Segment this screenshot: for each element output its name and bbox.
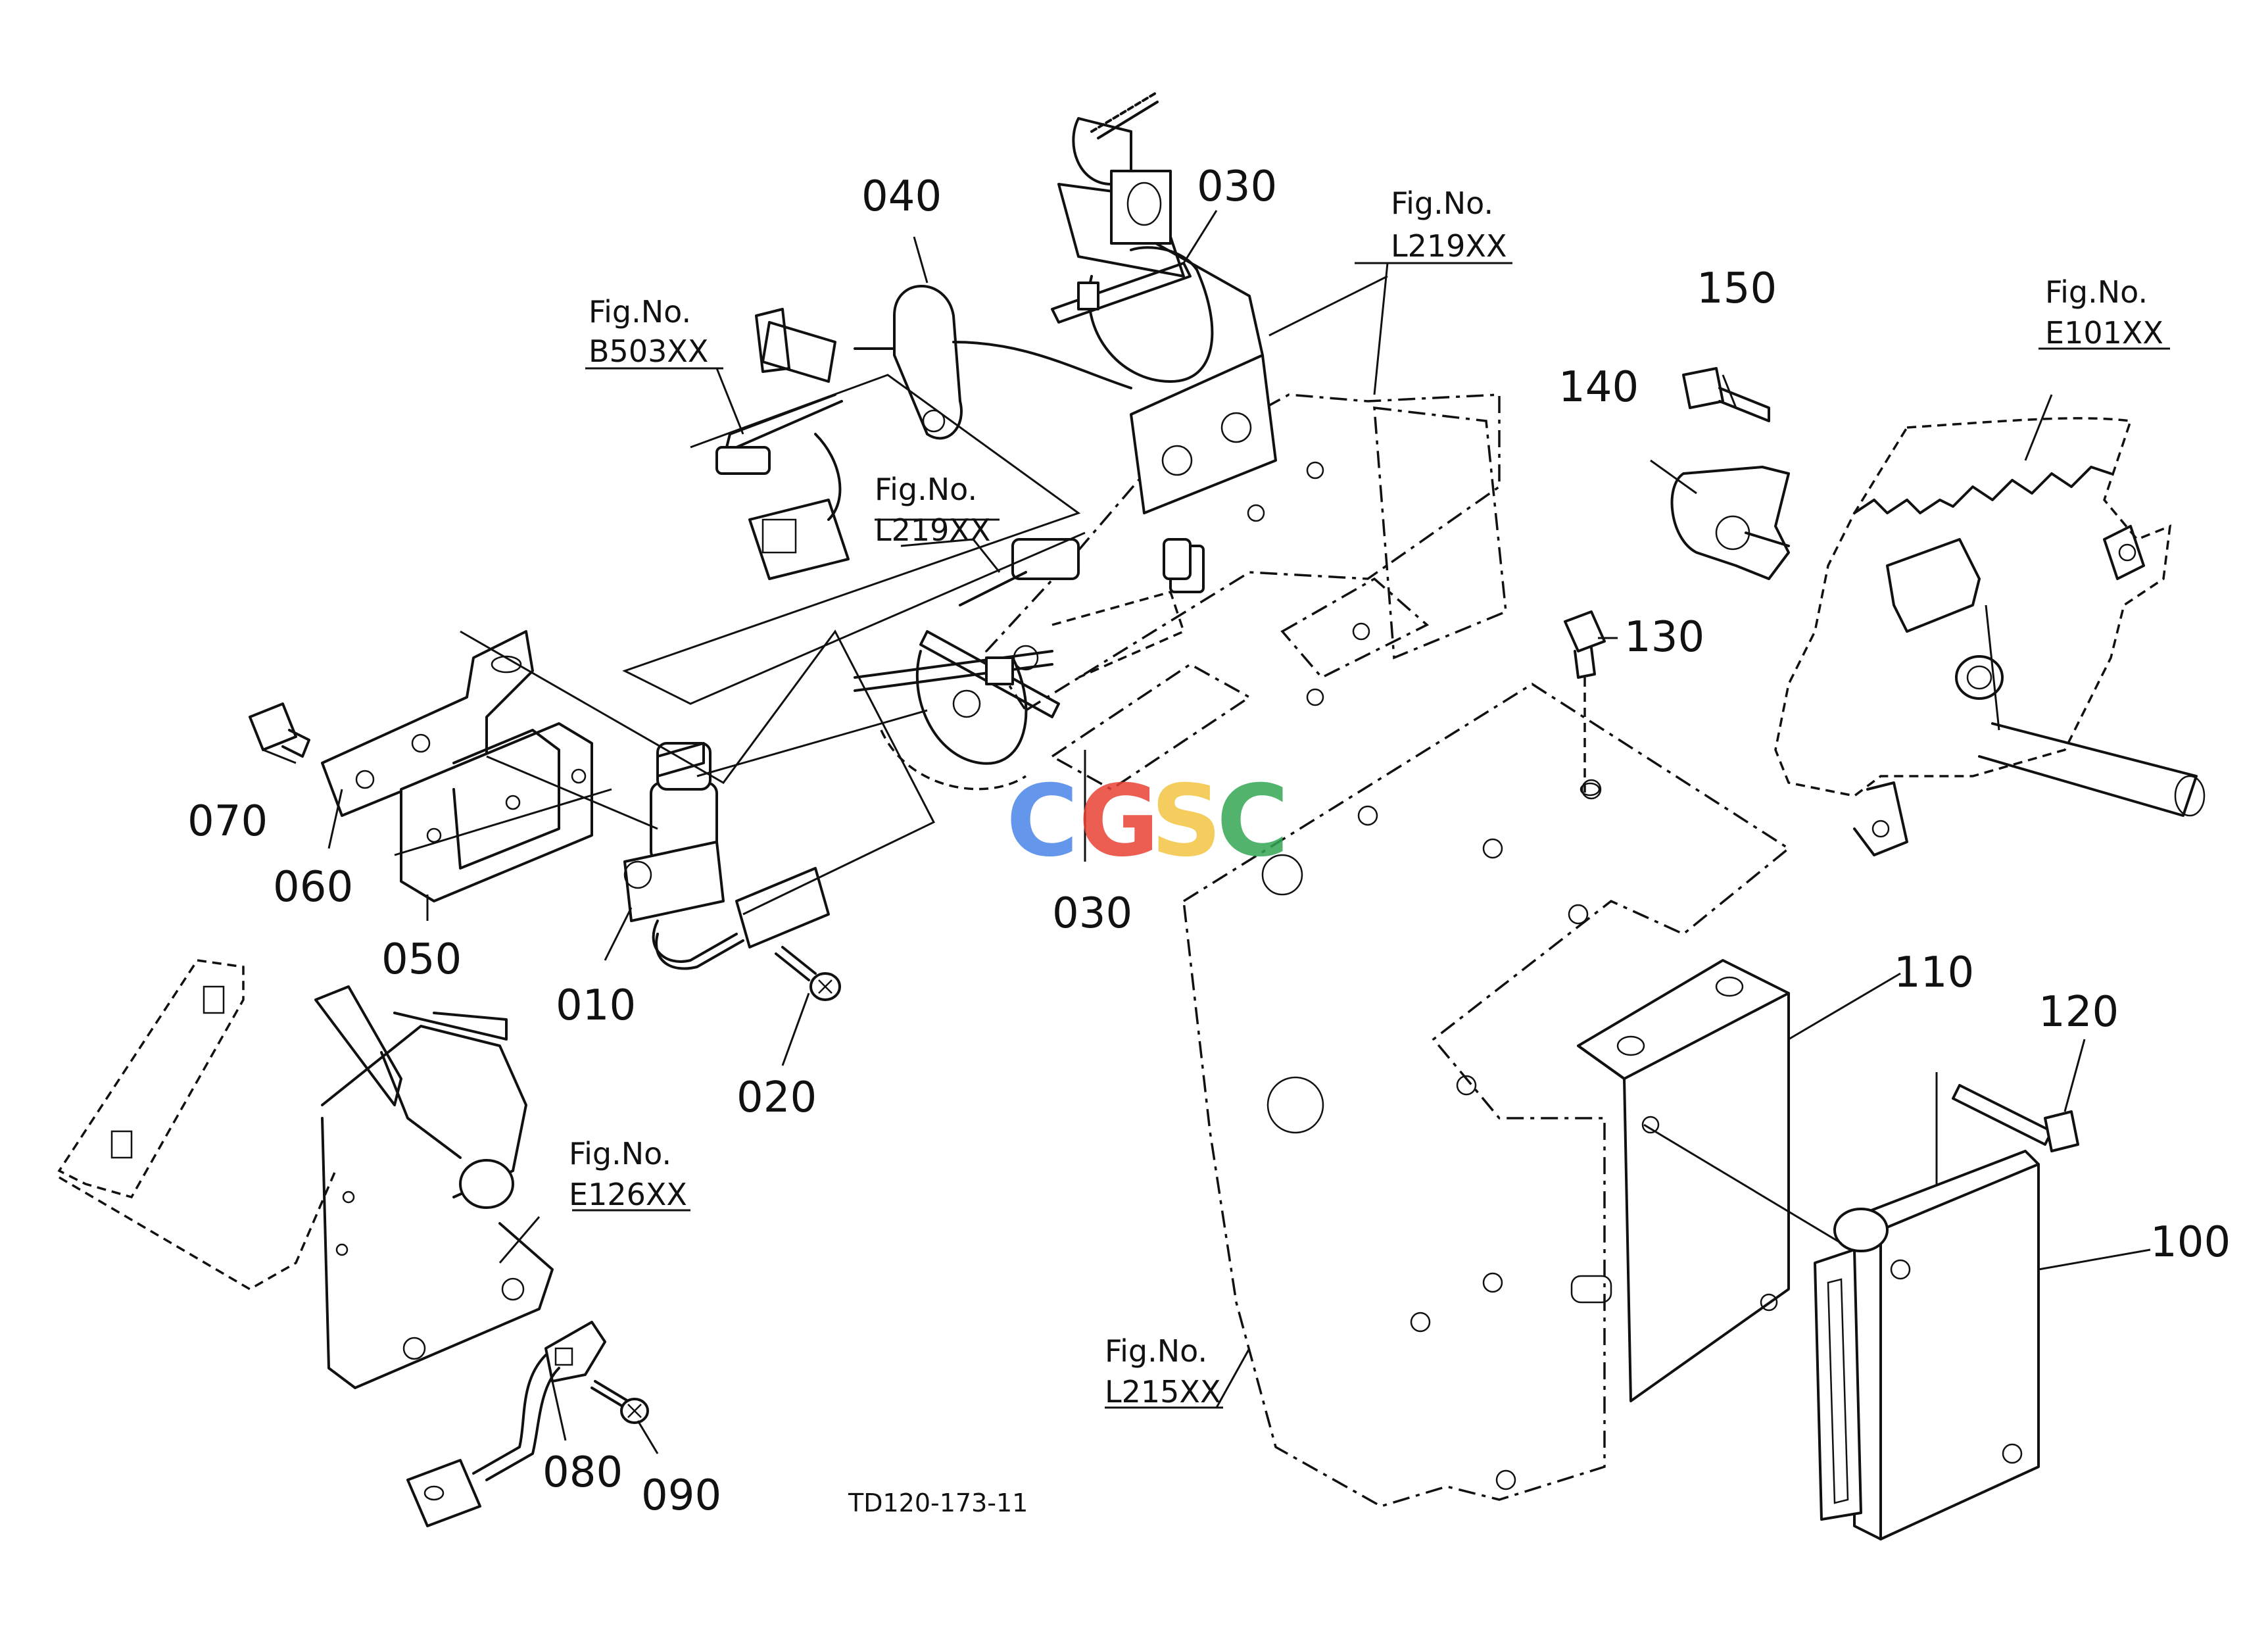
part-label-150: 150 xyxy=(1697,264,1777,313)
part-label-140: 140 xyxy=(1558,363,1639,412)
fig-ref-l219-top-line2: L219XX xyxy=(1391,228,1507,264)
connector-b503 xyxy=(715,433,850,580)
u-bracket-050 xyxy=(400,722,593,902)
part-label-040: 040 xyxy=(861,172,942,221)
screw-150 xyxy=(1682,367,1770,422)
switch-080 xyxy=(406,1321,606,1527)
part-label-090: 090 xyxy=(641,1471,721,1520)
fig-ref-b503-line1: Fig.No. xyxy=(589,294,691,330)
cable-tie-upper xyxy=(1051,91,1214,383)
cable-tie-lower xyxy=(854,538,1192,791)
part-label-010: 010 xyxy=(556,981,636,1030)
main-frame xyxy=(984,393,1791,1508)
pedal-assembly xyxy=(57,959,554,1389)
fig-ref-b503-line2: B503XX xyxy=(589,333,708,369)
fig-ref-e126-line2: E126XX xyxy=(569,1177,687,1212)
fig-ref-e126-line1: Fig.No. xyxy=(569,1136,671,1171)
part-label-080: 080 xyxy=(543,1448,623,1497)
fig-ref-l215-line2: L215XX xyxy=(1105,1374,1220,1410)
screw-020 xyxy=(775,946,841,1001)
fig-ref-l219-top-line1: Fig.No. xyxy=(1391,185,1493,221)
fig-ref-l219-center-line1: Fig.No. xyxy=(875,472,977,507)
watermark: C G S C xyxy=(1006,764,1289,879)
leader-lines xyxy=(262,210,2170,1454)
bracket-110 xyxy=(1577,959,1790,1402)
p-clamp xyxy=(722,285,1132,462)
plate-060 xyxy=(321,630,534,817)
drawing-code: TD120-173-11 xyxy=(848,1488,1028,1517)
fig-ref-l215-line1: Fig.No. xyxy=(1105,1333,1207,1369)
control-unit-100 xyxy=(1643,1123,2040,1540)
bolt-070 xyxy=(249,702,310,758)
watermark-letter-4: C xyxy=(1217,764,1289,879)
part-label-050: 050 xyxy=(381,935,462,984)
part-label-130: 130 xyxy=(1624,613,1704,662)
part-label-100: 100 xyxy=(2150,1218,2231,1267)
solenoid-010 xyxy=(623,742,830,970)
fig-ref-e101-line1: Fig.No. xyxy=(2045,274,2148,310)
part-label-070: 070 xyxy=(187,797,268,846)
upper-bracket xyxy=(1057,183,1324,514)
part-label-030-upper: 030 xyxy=(1197,162,1277,211)
grouping-lines xyxy=(394,374,1086,916)
fig-ref-l219-center-line2: L219XX xyxy=(875,512,990,548)
bolt-130 xyxy=(1564,610,1606,797)
figure-refs: Fig.No. B503XX Fig.No. L219XX Fig.No. L2… xyxy=(569,185,2163,1410)
part-label-030-lower: 030 xyxy=(1052,889,1132,938)
sensor-140 xyxy=(1670,466,1790,580)
screw-090 xyxy=(591,1380,649,1424)
part-labels: 040 030 030 150 140 130 070 060 050 010 … xyxy=(187,162,2231,1520)
part-label-060: 060 xyxy=(273,863,353,912)
part-label-110: 110 xyxy=(1894,948,1974,997)
fig-ref-e101-line2: E101XX xyxy=(2045,315,2163,351)
part-label-020: 020 xyxy=(736,1073,817,1122)
part-label-120: 120 xyxy=(2039,988,2119,1037)
watermark-letter-3: S xyxy=(1151,764,1222,879)
quadrant-plate xyxy=(1774,417,2206,856)
watermark-letter-2: G xyxy=(1078,764,1159,879)
watermark-letter-1: C xyxy=(1006,764,1078,879)
